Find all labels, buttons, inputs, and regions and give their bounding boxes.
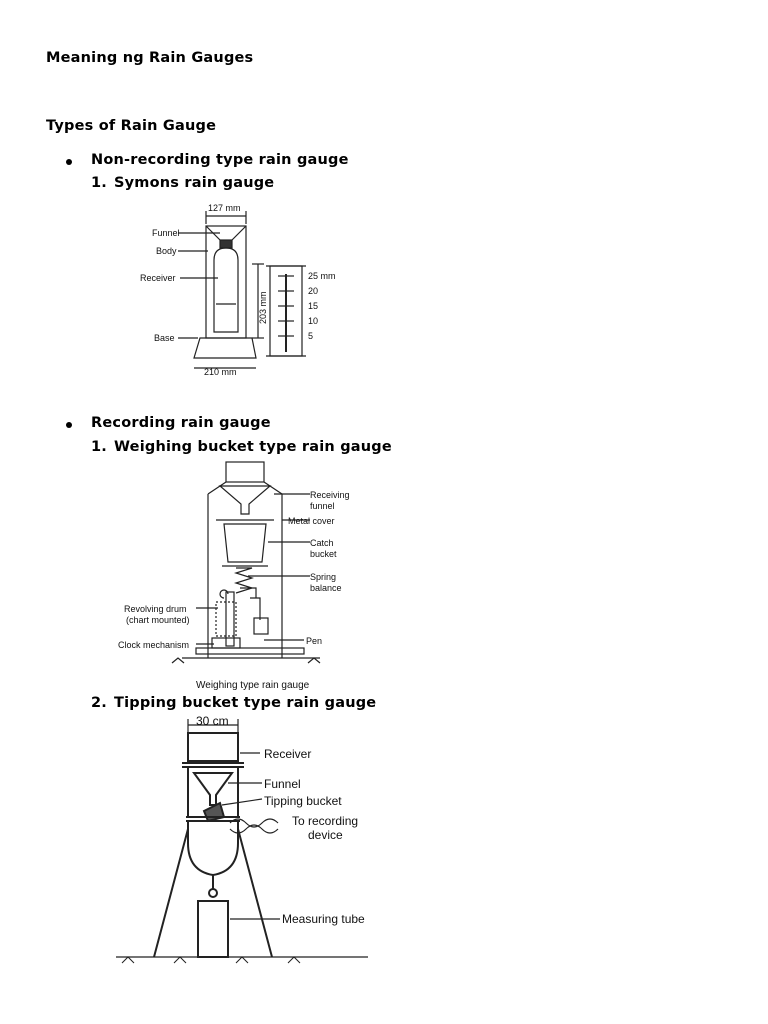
receiving-label: Receiving bbox=[310, 490, 350, 500]
body-label: Body bbox=[156, 246, 177, 256]
clock-mechanism-label: Clock mechanism bbox=[118, 640, 189, 650]
spring-label: Spring bbox=[310, 572, 336, 582]
funnel-label: Funnel bbox=[152, 228, 180, 238]
device-label: device bbox=[308, 828, 343, 842]
height-dimension-label: 203 mm bbox=[258, 291, 268, 324]
list-item-weighing: Weighing bucket type rain gauge bbox=[114, 439, 392, 455]
base-label: Base bbox=[154, 333, 175, 343]
section-heading: Types of Rain Gauge bbox=[46, 118, 217, 134]
to-recording-label: To recording bbox=[292, 814, 358, 828]
list-item-symons: Symons rain gauge bbox=[114, 175, 275, 191]
funnel-label: Funnel bbox=[264, 777, 301, 791]
revolving-drum-label: Revolving drum bbox=[124, 604, 187, 614]
funnel-label: funnel bbox=[310, 501, 335, 511]
scale-label: 20 bbox=[308, 286, 318, 296]
list-item-number: 1. bbox=[91, 175, 107, 191]
tipping-bucket-figure: 30 cm Receiver Funnel Tipping bucket To … bbox=[112, 713, 370, 969]
page-title: Meaning ng Rain Gauges bbox=[46, 50, 254, 66]
bullet-icon bbox=[66, 422, 72, 428]
receiver-label: Receiver bbox=[264, 747, 311, 761]
bucket-label: bucket bbox=[310, 549, 337, 559]
tipping-bucket-label: Tipping bucket bbox=[264, 794, 342, 808]
width-dimension-label: 127 mm bbox=[208, 203, 241, 213]
scale-label: 15 bbox=[308, 301, 318, 311]
balance-label: balance bbox=[310, 583, 342, 593]
width-dimension-label: 30 cm bbox=[196, 714, 229, 728]
recording-label: Recording rain gauge bbox=[91, 415, 271, 431]
bullet-icon bbox=[66, 159, 72, 165]
base-dimension-label: 210 mm bbox=[204, 367, 237, 377]
scale-label: 5 bbox=[308, 331, 313, 341]
symons-rain-gauge-figure: 127 mm Funnel Body Receiver Base 203 mm … bbox=[136, 200, 356, 380]
non-recording-label: Non-recording type rain gauge bbox=[91, 152, 349, 168]
list-item-tipping: Tipping bucket type rain gauge bbox=[114, 695, 377, 711]
list-item-number: 2. bbox=[91, 695, 107, 711]
measuring-tube-label: Measuring tube bbox=[282, 912, 365, 926]
scale-label: 25 mm bbox=[308, 271, 336, 281]
figure-caption: Weighing type rain gauge bbox=[196, 680, 310, 691]
metal-cover-label: Metal cover bbox=[288, 516, 335, 526]
chart-mounted-label: (chart mounted) bbox=[126, 615, 190, 625]
list-item-number: 1. bbox=[91, 439, 107, 455]
pen-label: Pen bbox=[306, 636, 322, 646]
weighing-bucket-figure: Receiving funnel Metal cover Catch bucke… bbox=[112, 458, 374, 694]
catch-label: Catch bbox=[310, 538, 334, 548]
receiver-label: Receiver bbox=[140, 273, 176, 283]
scale-label: 10 bbox=[308, 316, 318, 326]
